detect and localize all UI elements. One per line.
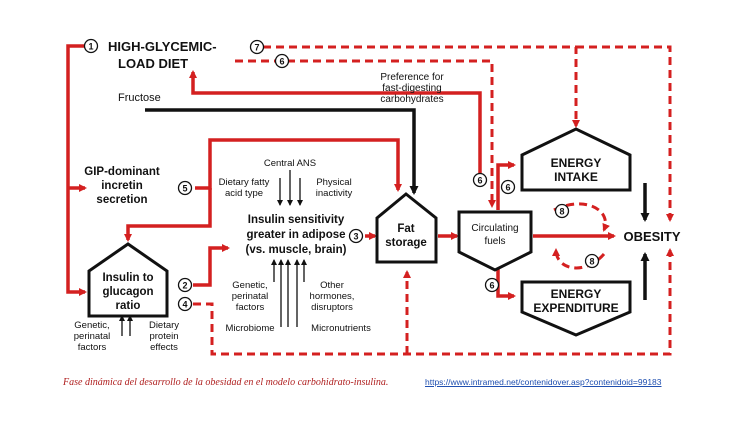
sensitivity-line2: greater in adipose — [246, 229, 345, 241]
microbiome-label: Microbiome — [225, 323, 274, 334]
dietary-protein-line1: Dietary — [149, 320, 179, 331]
svg-text:8: 8 — [559, 207, 564, 217]
energy-intake-box — [520, 127, 632, 192]
step-marker-2: 2 — [177, 277, 193, 293]
red-dashed-arrows — [193, 45, 674, 356]
dietary-protein-line3: effects — [150, 342, 178, 353]
svg-text:2: 2 — [182, 281, 187, 291]
preference-line3: carbohydrates — [380, 94, 443, 105]
central-ans-label: Central ANS — [264, 158, 316, 169]
dietary-fatty-line2: acid type — [225, 188, 263, 199]
svg-text:6: 6 — [477, 176, 482, 186]
diet-label-line2: LOAD DIET — [118, 56, 188, 71]
other-hormones-line1: Other — [320, 280, 344, 291]
svg-text:1: 1 — [88, 42, 93, 52]
genetic-left-line3: factors — [78, 342, 107, 353]
svg-text:6: 6 — [489, 281, 494, 291]
energy-intake-line1: ENERGY — [551, 156, 602, 170]
fat-storage-line2: storage — [385, 237, 427, 249]
insulin-glucagon-ratio-box — [87, 242, 169, 318]
physical-line1: Physical — [316, 177, 351, 188]
thin-influence-arrows — [119, 170, 307, 336]
other-hormones-line3: disruptors — [311, 302, 353, 313]
step-marker-6-circulating: 6 — [472, 172, 488, 188]
energy-expenditure-line2: EXPENDITURE — [533, 301, 618, 315]
step-marker-6-expenditure: 6 — [484, 277, 500, 293]
source-link[interactable]: https://www.intramed.net/contenidover.as… — [425, 377, 662, 387]
physical-line2: inactivity — [316, 188, 353, 199]
svg-text:8: 8 — [589, 257, 594, 267]
genetic-perinatal-line3: factors — [236, 302, 265, 313]
svg-text:5: 5 — [182, 184, 187, 194]
svg-text:3: 3 — [353, 232, 358, 242]
fructose-label: Fructose — [118, 92, 161, 104]
step-marker-5: 5 — [177, 180, 193, 196]
preference-line2: fast-digesting — [382, 83, 441, 94]
diet-label-line1: HIGH-GLYCEMIC- — [108, 39, 217, 54]
preference-line1: Preference for — [380, 72, 444, 83]
step-marker-8-bottom: 8 — [584, 253, 600, 269]
micronutrients-label: Micronutrients — [311, 323, 371, 334]
energy-expenditure-box — [520, 280, 632, 337]
energy-expenditure-line1: ENERGY — [551, 287, 602, 301]
step-marker-3: 3 — [348, 228, 364, 244]
sensitivity-line3: (vs. muscle, brain) — [246, 244, 347, 256]
circulating-fuels-box — [457, 210, 533, 272]
ratio-line3: ratio — [116, 300, 141, 312]
dietary-fatty-line1: Dietary fatty — [219, 177, 270, 188]
ratio-line1: Insulin to — [102, 272, 153, 284]
genetic-left-line1: Genetic, — [74, 320, 109, 331]
dietary-protein-line2: protein — [149, 331, 178, 342]
svg-text:4: 4 — [182, 300, 187, 310]
fat-storage-box — [375, 192, 438, 264]
genetic-perinatal-line2: perinatal — [232, 291, 268, 302]
gip-line3: secretion — [96, 194, 147, 206]
step-marker-6-intake: 6 — [500, 179, 516, 195]
gip-line1: GIP-dominant — [84, 166, 160, 178]
step-markers: 1 7 6 5 2 4 3 6 6 6 8 8 — [83, 38, 600, 312]
step-marker-6: 6 — [274, 53, 290, 69]
genetic-left-line2: perinatal — [74, 331, 110, 342]
figure-caption: Fase dinámica del desarrollo de la obesi… — [63, 377, 389, 388]
step-marker-7: 7 — [249, 39, 265, 55]
gip-line2: incretin — [101, 180, 143, 192]
step-marker-8-top: 8 — [554, 203, 570, 219]
ratio-line2: glucagon — [102, 286, 153, 298]
other-hormones-line2: hormones, — [310, 291, 355, 302]
circulating-line1: Circulating — [471, 223, 518, 234]
svg-text:6: 6 — [279, 57, 284, 67]
energy-intake-line2: INTAKE — [554, 170, 598, 184]
genetic-perinatal-line1: Genetic, — [232, 280, 267, 291]
svg-text:6: 6 — [505, 183, 510, 193]
svg-text:7: 7 — [254, 43, 259, 53]
sensitivity-line1: Insulin sensitivity — [248, 214, 345, 226]
red-solid-arrows — [66, 44, 616, 300]
black-arrows — [145, 108, 650, 300]
circulating-line2: fuels — [484, 236, 505, 247]
obesity-label: OBESITY — [623, 229, 680, 244]
fat-storage-line1: Fat — [397, 223, 414, 235]
step-marker-4: 4 — [177, 296, 193, 312]
step-marker-1: 1 — [83, 38, 99, 54]
